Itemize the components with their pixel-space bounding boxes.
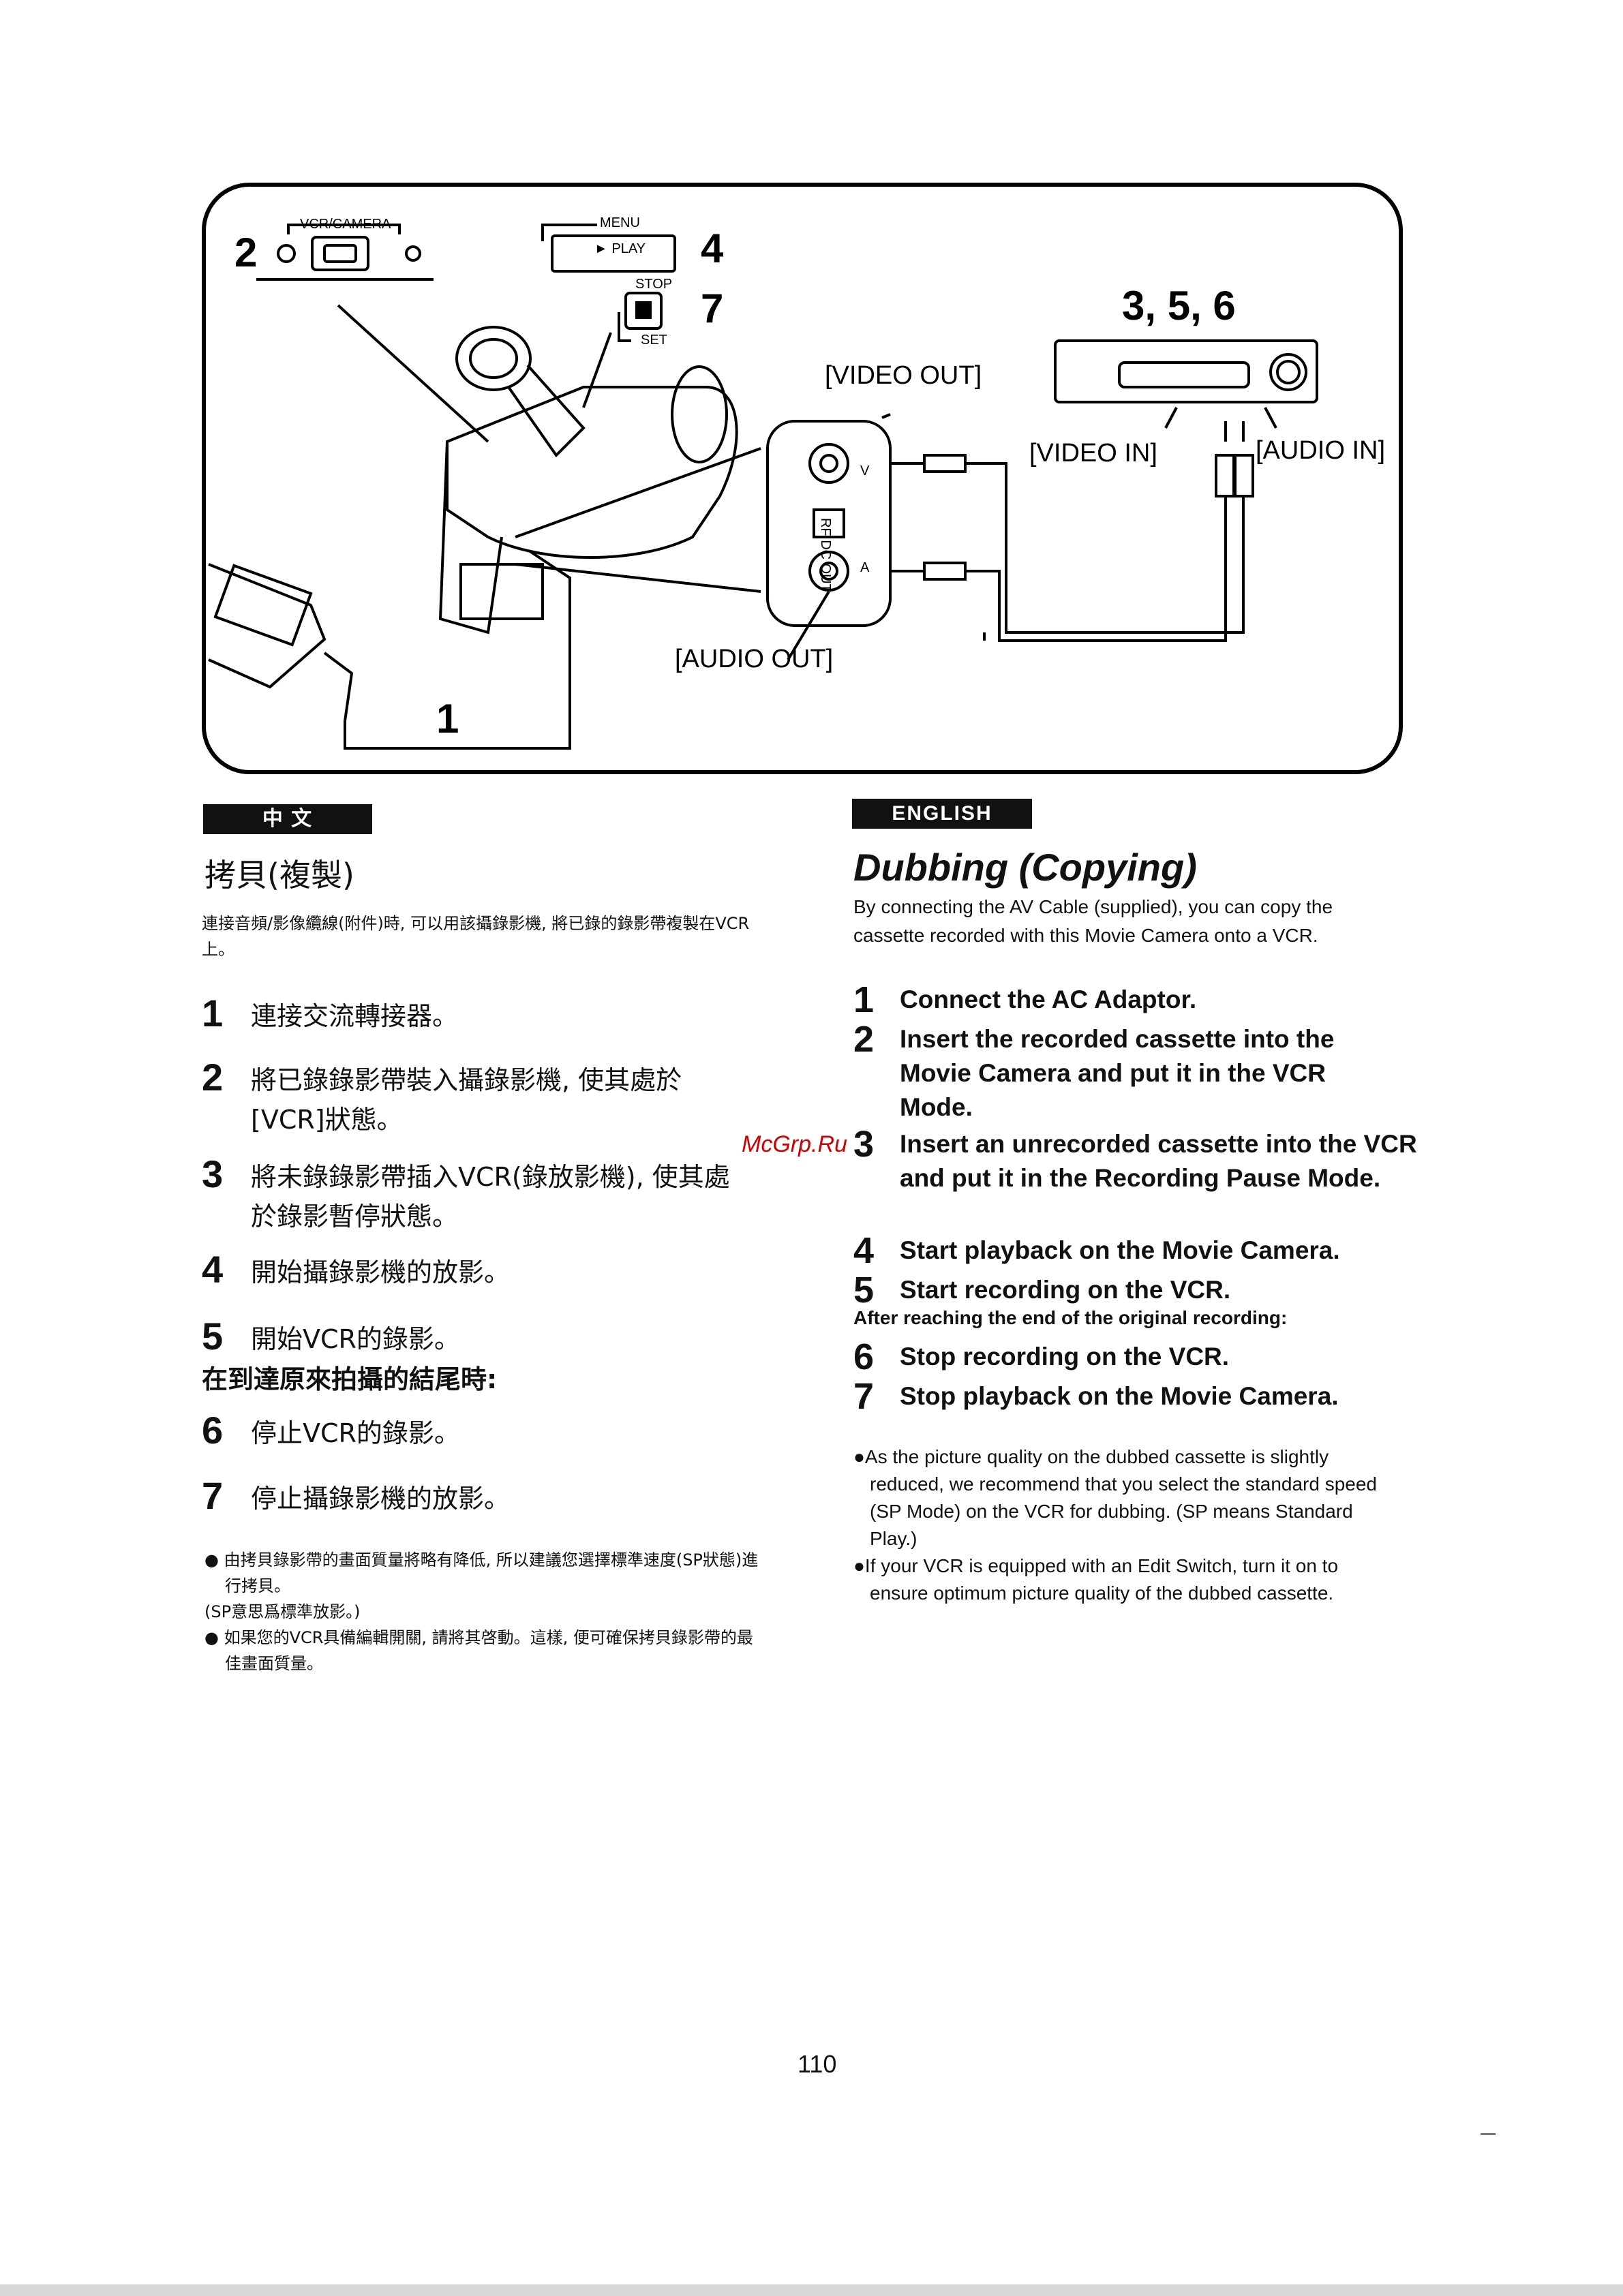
step-text: 連接交流轉接器。 [251, 1001, 459, 1031]
vcr-icon [1054, 339, 1318, 403]
step-number: 5 [202, 1315, 224, 1358]
camcorder-icon [337, 304, 738, 634]
page-number: 110 [798, 2050, 837, 2078]
play-label: ► PLAY [594, 241, 646, 256]
chinese-subheading: 在到達原來拍攝的結尾時: [202, 1364, 498, 1394]
chinese-notes: ● 由拷貝錄影帶的畫面質量將略有降低, 所以建議您選擇標準速度(SP狀態)進行拷… [204, 1547, 763, 1677]
english-note-1: ●As the picture quality on the dubbed ca… [853, 1446, 1377, 1549]
bottom-strip [0, 2284, 1623, 2296]
english-title: Dubbing (Copying) [853, 846, 1197, 889]
step-4-label: 4 [701, 226, 724, 271]
audio-out-label: [AUDIO OUT] [675, 645, 834, 673]
step-number: 1 [853, 979, 875, 1020]
play-button-icon [541, 224, 676, 273]
step-text: Stop playback on the Movie Camera. [900, 1382, 1339, 1410]
step-7-label: 7 [701, 286, 724, 331]
chinese-title: 拷貝(複製) [204, 857, 354, 893]
step-2-label: 2 [234, 230, 258, 275]
menu-label: MENU [600, 215, 640, 230]
step-text: Connect the AC Adaptor. [900, 985, 1197, 1013]
step-text: Stop recording on the VCR. [900, 1343, 1230, 1371]
ac-adaptor-icon [208, 549, 571, 750]
step-1-label: 1 [436, 696, 459, 741]
step-356-label: 3, 5, 6 [1122, 283, 1236, 328]
step-number: 4 [202, 1248, 224, 1291]
step-text: 將已錄錄影帶裝入攝錄影機, 使其處於[VCR]狀態。 [251, 1065, 682, 1135]
step-text: 將未錄錄影帶插入VCR(錄放影機), 使其處於錄影暫停狀態。 [251, 1162, 730, 1231]
chinese-section-tag: 中 文 [203, 804, 372, 834]
step-text: Insert the recorded cassette into the Mo… [900, 1025, 1335, 1121]
stop-label: STOP [635, 277, 673, 292]
step-number: 4 [853, 1230, 875, 1271]
diagram-illustration [208, 224, 1318, 750]
chinese-note-1b: (SP意思爲標準放影。) [204, 1602, 361, 1621]
chinese-note-2: ● 如果您的VCR具備編輯開關, 請將其啓動。這樣, 便可確保拷貝錄影帶的最佳畫… [204, 1628, 753, 1673]
step-text: 停止VCR的錄影。 [251, 1418, 460, 1448]
english-intro: By connecting the AV Cable (supplied), y… [853, 896, 1333, 946]
step-number: 7 [853, 1376, 875, 1417]
english-subheading: After reaching the end of the original r… [853, 1307, 1288, 1328]
set-label: SET [641, 333, 667, 348]
vcr-camera-switch-icon [256, 224, 434, 281]
av-cable-icon [890, 407, 1277, 642]
watermark: McGrp.Ru [742, 1131, 847, 1157]
chinese-note-1: ● 由拷貝錄影帶的畫面質量將略有降低, 所以建議您選擇標準速度(SP狀態)進行拷… [204, 1550, 759, 1595]
step-number: 2 [853, 1019, 875, 1060]
step-text: Start recording on the VCR. [900, 1276, 1231, 1304]
step-text: 停止攝錄影機的放影。 [251, 1484, 511, 1514]
jack-panel-icon [515, 413, 892, 661]
step-number: 1 [202, 992, 224, 1035]
vcr-camera-label: VCR/CAMERA [300, 217, 391, 232]
english-notes: ●As the picture quality on the dubbed ca… [853, 1443, 1399, 1607]
divider [1481, 2133, 1496, 2135]
step-number: 3 [202, 1152, 224, 1195]
step-number: 6 [202, 1409, 224, 1452]
video-out-label: [VIDEO OUT] [825, 361, 982, 390]
jack-a-label: A [860, 560, 870, 575]
step-number: 2 [202, 1056, 224, 1099]
video-in-label: [VIDEO IN] [1029, 439, 1157, 468]
step-text: Start playback on the Movie Camera. [900, 1236, 1340, 1264]
step-text: Insert an unrecorded cassette into the V… [900, 1130, 1417, 1192]
jack-v-label: V [860, 463, 870, 478]
rf-dc-out-label: RF DC OUT [818, 518, 833, 592]
connection-diagram [202, 183, 1403, 774]
step-number: 7 [202, 1474, 224, 1517]
stop-button-icon [618, 292, 663, 342]
step-number: 5 [853, 1270, 875, 1311]
step-text: 開始VCR的錄影。 [251, 1324, 460, 1354]
english-section-tag: ENGLISH [852, 799, 1032, 829]
english-note-2: ●If your VCR is equipped with an Edit Sw… [853, 1555, 1339, 1604]
audio-in-label: [AUDIO IN] [1256, 436, 1386, 465]
step-text: 開始攝錄影機的放影。 [251, 1257, 511, 1287]
step-number: 6 [853, 1336, 875, 1377]
chinese-intro: 連接音頻/影像纜線(附件)時, 可以用該攝錄影機, 將已錄的錄影帶複製在VCR上… [202, 914, 750, 959]
step-number: 3 [853, 1124, 875, 1165]
